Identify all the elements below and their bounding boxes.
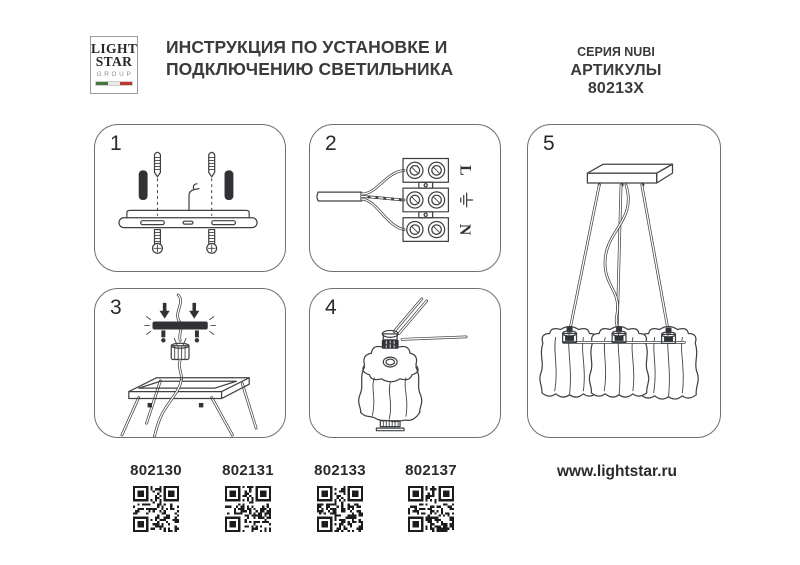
terminal-block	[402, 157, 450, 243]
qr-code-icon	[408, 486, 454, 532]
product-code: 802133	[314, 462, 366, 479]
shade-holders	[562, 326, 677, 344]
screw-top-right	[208, 151, 216, 178]
line-label: L	[456, 165, 473, 176]
arrow-down-icon	[159, 302, 170, 319]
screw-bottom-left	[151, 228, 163, 254]
title-line-1: ИНСТРУКЦИЯ ПО УСТАНОВКЕ И	[166, 37, 448, 57]
socket-base	[375, 420, 405, 432]
step-2-number: 2	[325, 132, 337, 155]
step-5-number: 5	[543, 132, 555, 155]
ceiling-canopy-box	[586, 163, 674, 187]
step-5-panel: 5	[527, 124, 721, 438]
hook-icon	[188, 183, 200, 211]
diagram-canopy-mounting	[120, 293, 258, 437]
articles-label: АРТИКУЛЫ 80213X	[570, 62, 662, 97]
page-title: ИНСТРУКЦИЯ ПО УСТАНОВКЕ И ПОДКЛЮЧЕНИЮ СВ…	[166, 37, 453, 80]
wall-anchor-left	[138, 170, 148, 200]
product-802130: 802130	[111, 462, 201, 537]
earth-icon	[460, 192, 474, 208]
qr-code-icon	[133, 486, 179, 532]
ceiling-bracket	[144, 316, 217, 343]
logo-word-light: LIGHT	[91, 41, 138, 56]
qr-code-icon	[317, 486, 363, 532]
title-line-2: ПОДКЛЮЧЕНИЮ СВЕТИЛЬНИКА	[166, 58, 454, 79]
product-802137: 802137	[386, 462, 476, 537]
logo-word-group: GROUP	[96, 71, 134, 78]
series-label: СЕРИЯ NUBI	[577, 45, 655, 59]
website-url: www.lightstar.ru	[557, 463, 677, 480]
diagram-mounting-bracket	[118, 151, 258, 254]
neutral-label: N	[456, 224, 473, 236]
lightstar-logo: LIGHT STAR GROUP	[90, 36, 138, 94]
step-1-number: 1	[110, 132, 122, 155]
product-code: 802130	[130, 462, 182, 479]
diagram-wiring: L N	[316, 157, 474, 243]
product-code: 802137	[405, 462, 457, 479]
diagram-shade-attachment	[358, 297, 468, 432]
canopy-frame	[128, 377, 250, 400]
step-4-panel: 4	[309, 288, 501, 438]
step-1-panel: 1	[94, 124, 286, 272]
product-802133: 802133	[295, 462, 385, 537]
product-code: 802131	[222, 462, 274, 479]
supply-cable	[316, 191, 363, 202]
italian-flag-icon	[95, 80, 133, 86]
step-2-panel: 2	[309, 124, 501, 272]
wall-anchor-right	[224, 170, 234, 200]
screw-bottom-right	[206, 228, 218, 254]
step-3-panel: 3	[94, 288, 286, 438]
qr-code-icon	[225, 486, 271, 532]
logo-word-star: STAR	[95, 53, 133, 69]
product-802131: 802131	[203, 462, 293, 537]
diagram-assembled-pendant	[539, 163, 699, 400]
step-3-number: 3	[110, 296, 122, 319]
step-4-number: 4	[325, 296, 337, 319]
mounting-plate	[118, 183, 258, 229]
arrow-down-icon	[189, 302, 200, 319]
cloud-shade	[358, 343, 423, 423]
screw-top-left	[153, 151, 162, 178]
